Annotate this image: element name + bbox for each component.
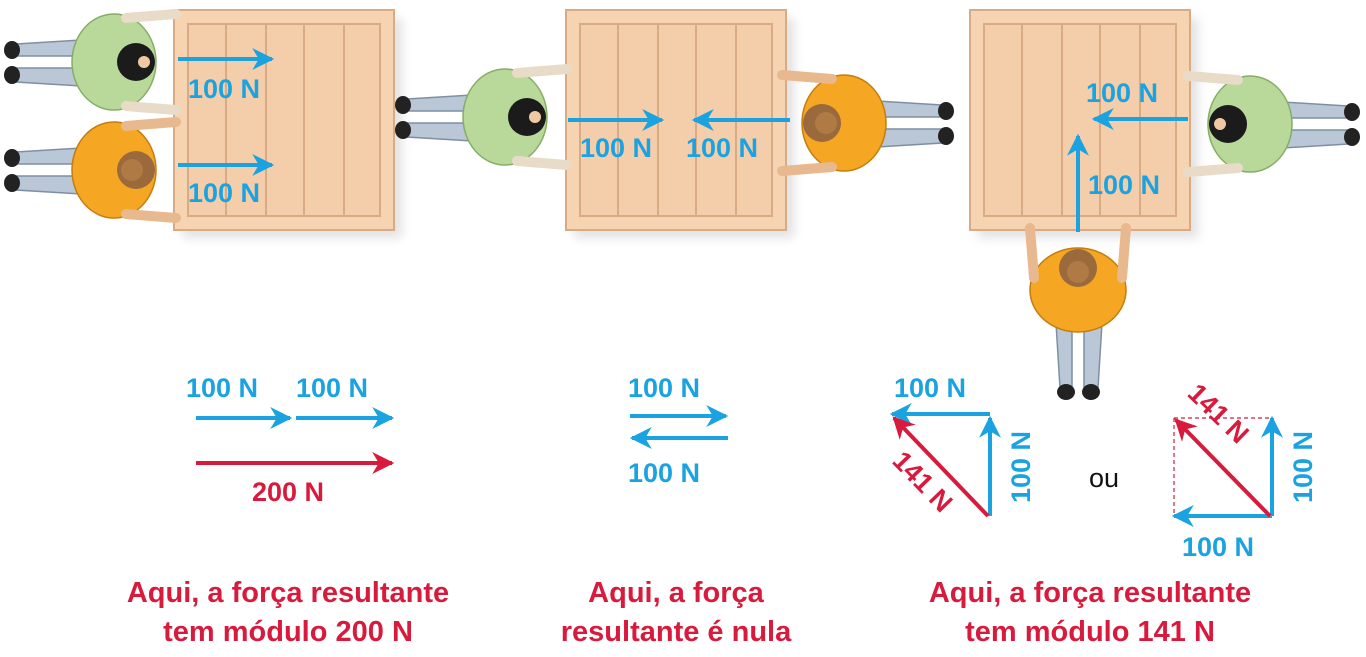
person-pushing-top — [4, 14, 176, 110]
caption-1-line2: tem módulo 200 N — [163, 616, 413, 648]
force-label-left: 100 N — [580, 133, 652, 163]
caption-1-line1: Aqui, a força resultante — [127, 577, 449, 609]
vector-a-label: 100 N — [186, 373, 258, 403]
person-pushing-from-right — [1188, 76, 1360, 172]
diag1-resultant-arrow — [892, 416, 990, 518]
diag2-vertical-label: 100 N — [1288, 431, 1318, 503]
caption-2-line2: resultante é nula — [561, 616, 792, 648]
vector-right-label: 100 N — [628, 373, 700, 403]
person-pushing-left — [395, 69, 567, 165]
person-pushing-bottom — [4, 122, 176, 218]
diag2-resultant-arrow — [1174, 418, 1272, 518]
diag1-resultant-label: 141 N — [887, 445, 959, 518]
vector-b-label: 100 N — [296, 373, 368, 403]
caption-3-line1: Aqui, a força resultante — [929, 577, 1251, 609]
or-label: ou — [1089, 463, 1119, 493]
diag1-vertical-label: 100 N — [1006, 431, 1036, 503]
force-label-top: 100 N — [188, 74, 260, 104]
scene-1: 100 N 100 N 100 N 100 N 200 N Aqui, a fo… — [4, 9, 449, 648]
scene-2: 100 N 100 N 100 N 100 N Aqui, a força re… — [395, 9, 954, 648]
force-label-horizontal: 100 N — [1086, 78, 1158, 108]
scene-3: 100 N 100 N 100 N 100 N 141 N ou 100 N 1… — [887, 9, 1360, 648]
person-pushing-right — [782, 75, 954, 171]
person-pushing-from-below — [1030, 228, 1126, 400]
caption-3-line2: tem módulo 141 N — [965, 616, 1215, 648]
force-label-bottom: 100 N — [188, 178, 260, 208]
vector-left-label: 100 N — [628, 458, 700, 488]
force-label-right: 100 N — [686, 133, 758, 163]
diag2-horizontal-label: 100 N — [1182, 532, 1254, 562]
resultant-label: 200 N — [252, 477, 324, 507]
force-label-vertical: 100 N — [1088, 170, 1160, 200]
caption-2-line1: Aqui, a força — [588, 577, 765, 609]
diag1-horizontal-label: 100 N — [894, 373, 966, 403]
